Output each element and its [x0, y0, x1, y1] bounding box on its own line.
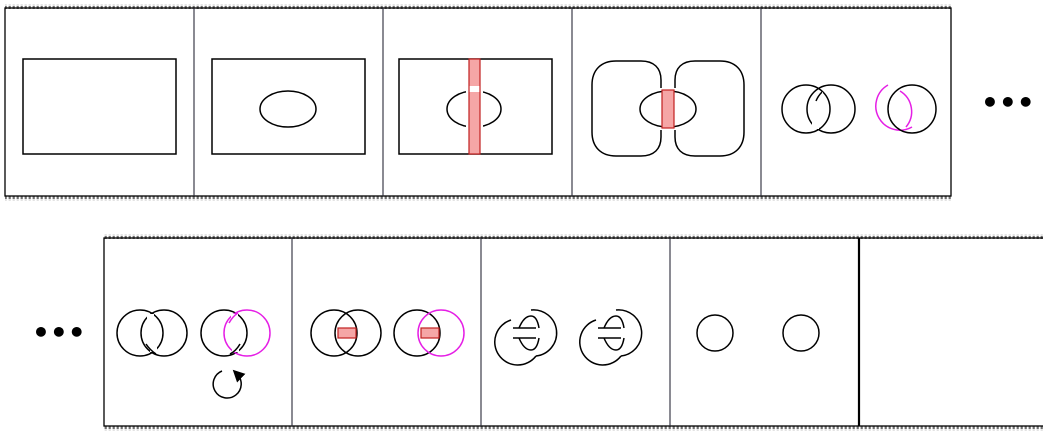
crossing-gap	[147, 314, 154, 323]
oval-curve	[259, 90, 317, 128]
filmstrip-row-1: •••	[4, 4, 1035, 201]
crossing-gap	[232, 343, 239, 352]
frame-hopf-link-pair	[781, 84, 937, 134]
right-lobe-curve	[674, 60, 745, 157]
frame-hopf-link-pair-rotation	[116, 309, 271, 399]
highlight-link-component	[417, 309, 465, 357]
frame-rectangle-with-oval	[211, 58, 366, 155]
band	[337, 327, 357, 339]
link-component-arc	[229, 343, 241, 355]
component-arc	[615, 309, 643, 357]
component-arc	[530, 309, 558, 357]
component-arc	[603, 315, 625, 329]
component-arc	[518, 315, 540, 329]
component-arc	[579, 319, 622, 366]
crossing-gap	[812, 120, 819, 129]
frame-rectangle	[22, 58, 177, 155]
highlight-link-component-arc	[899, 90, 913, 128]
link-component	[806, 84, 856, 134]
perforation-top	[5, 4, 951, 9]
perforation-bottom	[104, 426, 1043, 431]
crossing-gap	[231, 314, 238, 323]
component-arc	[603, 337, 625, 351]
frame-band-surgery	[591, 60, 745, 157]
rectangle-curve	[22, 58, 177, 155]
band	[468, 58, 481, 155]
link-component-arc	[815, 91, 823, 102]
perforation-bottom	[5, 196, 951, 201]
crossing-gap	[816, 92, 823, 101]
continuation-mark: •••	[981, 86, 1035, 119]
frame-two-unknots	[696, 314, 820, 352]
rectangle-curve	[211, 58, 366, 155]
link-component	[116, 309, 164, 357]
component-arc	[494, 319, 537, 366]
surgery-lines	[513, 327, 536, 339]
left-lobe-curve	[591, 60, 662, 157]
highlight-link-component	[223, 309, 271, 357]
link-component	[140, 309, 188, 357]
perforation-top	[104, 234, 1043, 239]
crossing-gap	[150, 343, 157, 352]
band-crossing-gap	[468, 86, 481, 92]
continuation-mark: •••	[32, 316, 86, 349]
link-component-arc	[145, 343, 157, 355]
frame-band-attached	[398, 58, 553, 155]
filmstrip-border	[4, 7, 952, 197]
unknot-curve	[782, 314, 820, 352]
frame-band-surgery-result	[494, 309, 643, 366]
surgery-lines	[598, 327, 621, 339]
link-component	[200, 309, 248, 357]
link-component	[781, 84, 831, 134]
component-arc	[518, 337, 540, 351]
link-component	[310, 309, 358, 357]
filmstrip-row-2: •••	[32, 234, 1043, 431]
rotation-arrow-icon	[212, 369, 246, 399]
unknot-curve	[696, 314, 734, 352]
link-component	[334, 309, 382, 357]
band	[661, 89, 675, 129]
highlight-link-component	[875, 84, 913, 131]
link-component	[887, 84, 937, 134]
link-component	[393, 309, 441, 357]
band	[420, 327, 440, 339]
filmstrip-border	[103, 237, 1043, 427]
crossing-gap	[897, 118, 904, 127]
frame-bands-attached	[310, 309, 465, 357]
highlight-link-component-arc	[228, 312, 239, 324]
